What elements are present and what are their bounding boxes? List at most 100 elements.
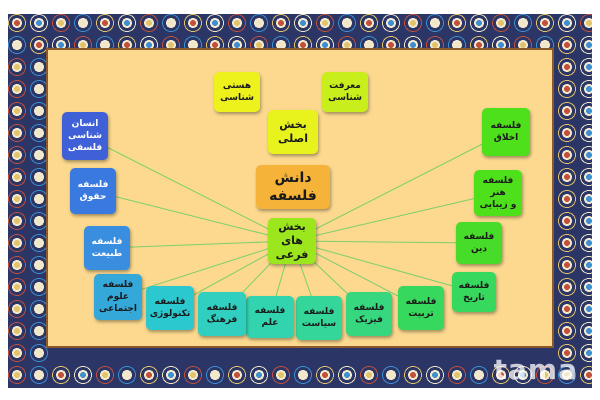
frame-ornament-tile (578, 144, 592, 166)
frame-ornament-tile (490, 14, 512, 34)
node-politics: فلسفه سیاست (296, 296, 342, 340)
frame-ornament-tile (556, 232, 578, 254)
frame-ornament-tile (556, 364, 578, 386)
frame-ornament-tile (380, 386, 402, 388)
frame-ornament-tile (578, 210, 592, 232)
frame-ornament-tile (8, 320, 28, 342)
frame-ornament-tile (8, 122, 28, 144)
frame-ornament-tile (28, 188, 50, 210)
frame-ornament-tile (270, 364, 292, 386)
frame-ornament-tile (512, 386, 534, 388)
frame-ornament-tile (578, 320, 592, 342)
frame-ornament-tile (138, 364, 160, 386)
watermark-logo: tama (493, 353, 578, 386)
frame-ornament-tile (578, 100, 592, 122)
frame-ornament-tile (336, 386, 358, 388)
frame-ornament-tile (138, 386, 160, 388)
frame-ornament-tile (226, 386, 248, 388)
frame-ornament-tile (314, 386, 336, 388)
frame-ornament-tile (160, 386, 182, 388)
node-nature: فلسفه طبیعت (84, 226, 130, 270)
frame-ornament-tile (578, 364, 592, 386)
frame-ornament-tile (72, 14, 94, 34)
frame-ornament-tile (50, 386, 72, 388)
frame-ornament-tile (28, 232, 50, 254)
node-philosophy-knowledge: دانش فلسفه (256, 165, 330, 209)
frame-ornament-tile (8, 100, 28, 122)
frame-ornament-tile (556, 166, 578, 188)
node-science: فلسفه علم (246, 296, 294, 338)
frame-ornament-tile (28, 320, 50, 342)
frame-ornament-tile (578, 188, 592, 210)
frame-ornament-tile (8, 276, 28, 298)
node-main-branch: بخش اصلی (268, 110, 318, 154)
frame-ornament-tile (314, 14, 336, 34)
frame-ornament-tile (8, 34, 28, 56)
frame-ornament-tile (402, 14, 424, 34)
frame-ornament-tile (336, 364, 358, 386)
node-social-sciences: فلسفه علوم اجتماعی (94, 274, 142, 320)
frame-ornament-tile (446, 364, 468, 386)
frame-ornament-tile (556, 56, 578, 78)
frame-ornament-tile (94, 386, 116, 388)
frame-ornament-tile (8, 14, 28, 34)
frame-ornament-tile (578, 14, 592, 34)
frame-ornament-tile (424, 364, 446, 386)
frame-ornament-tile (578, 254, 592, 276)
frame-ornament-tile (534, 14, 556, 34)
frame-ornament-tile (204, 386, 226, 388)
frame-ornament-tile (138, 14, 160, 34)
frame-ornament-tile (336, 14, 358, 34)
frame-ornament-tile (490, 364, 512, 386)
node-philosophical-anthropology: انسان شناسی فلسفی (62, 112, 108, 160)
frame-ornament-tile (556, 298, 578, 320)
frame-ornament-tile (28, 210, 50, 232)
frame-ornament-tile (8, 342, 28, 364)
frame-ornament-tile (578, 276, 592, 298)
node-culture: فلسفه فرهنگ (198, 292, 246, 336)
frame-ornament-tile (556, 320, 578, 342)
frame-ornament-tile (578, 342, 592, 364)
frame-ornament-tile (8, 386, 28, 388)
frame-ornament-tile (28, 254, 50, 276)
node-law: فلسفه حقوق (70, 168, 116, 214)
frame-ornament-tile (358, 364, 380, 386)
frame-ornament-tile (204, 364, 226, 386)
frame-ornament-tile (28, 364, 50, 386)
frame-ornament-tile (204, 14, 226, 34)
frame-ornament-tile (424, 386, 446, 388)
node-education: فلسفه تربیت (398, 286, 444, 330)
frame-ornament-tile (292, 364, 314, 386)
frame-ornament-tile (556, 254, 578, 276)
frame-ornament-tile (512, 14, 534, 34)
node-history: فلسفه تاریخ (452, 272, 496, 312)
frame-ornament-tile (578, 232, 592, 254)
frame-ornament-tile (160, 14, 182, 34)
frame-ornament-tile (28, 56, 50, 78)
frame-ornament-tile (314, 364, 336, 386)
frame-ornament-tile (116, 14, 138, 34)
frame-ornament-tile (490, 386, 512, 388)
frame-ornament-tile (72, 364, 94, 386)
frame-ornament-tile (28, 34, 50, 56)
frame-ornament-tile (72, 386, 94, 388)
frame-ornament-tile (402, 386, 424, 388)
frame-ornament-tile (8, 364, 28, 386)
frame-ornament-tile (182, 364, 204, 386)
frame-ornament-tile (534, 364, 556, 386)
frame-ornament-tile (578, 56, 592, 78)
frame-ornament-tile (556, 342, 578, 364)
frame-ornament-tile (28, 166, 50, 188)
frame-ornament-tile (358, 14, 380, 34)
frame-ornament-tile (556, 14, 578, 34)
frame-ornament-tile (556, 122, 578, 144)
frame-ornament-tile (50, 364, 72, 386)
frame-ornament-tile (556, 144, 578, 166)
node-technology: فلسفه تکنولوژی (146, 286, 194, 330)
frame-ornament-tile (578, 166, 592, 188)
frame-ornament-tile (8, 166, 28, 188)
frame-ornament-tile (28, 78, 50, 100)
frame-ornament-tile (28, 100, 50, 122)
node-religion: فلسفه دین (456, 222, 502, 264)
frame-ornament-tile (28, 276, 50, 298)
